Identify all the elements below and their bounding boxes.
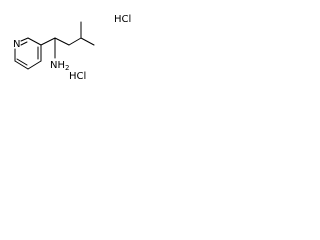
amine-label: NH2 [50, 60, 69, 72]
ring-bond [14, 60, 29, 70]
chain-bond [68, 37, 82, 46]
ring-bond [27, 60, 42, 70]
pyridine-nitrogen-label: N [13, 39, 20, 50]
methyl-bond [80, 37, 95, 46]
hcl-salt-bottom: HCl [69, 71, 86, 82]
ring-bond [27, 37, 42, 46]
ring-double-bond [16, 58, 28, 66]
side-chain [40, 21, 95, 59]
amine-group: NH2 [50, 60, 69, 72]
pyridine-ring: N [13, 37, 42, 70]
chemical-structure: N NH2 HCl HCl [13, 14, 131, 82]
chain-bond [54, 37, 70, 46]
chain-bond [40, 37, 56, 46]
hcl-salt-top: HCl [114, 14, 131, 25]
ring-bond [20, 37, 29, 42]
ring-double-bond [20, 41, 28, 46]
